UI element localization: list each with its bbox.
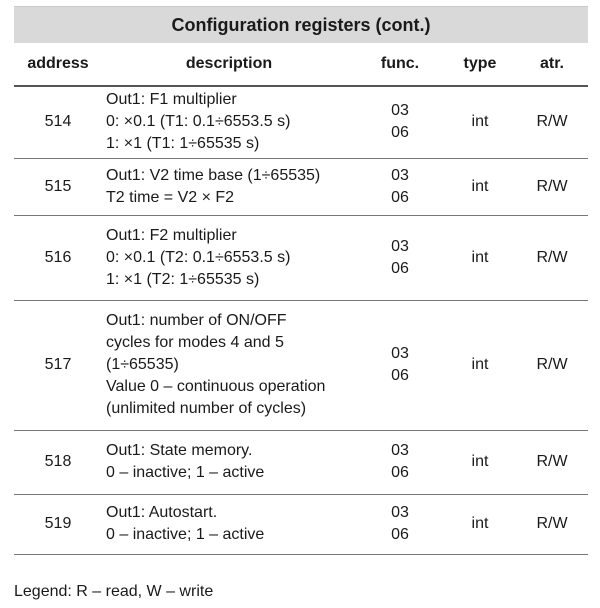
description-line: Out1: F2 multiplier [106, 226, 237, 244]
header-func: func. [356, 43, 444, 87]
cell-description: Out1: F1 multiplier 0: ×0.1 (T1: 0.1÷655… [102, 86, 356, 159]
func-code: 06 [391, 464, 409, 481]
description-line: 0: ×0.1 (T1: 0.1÷6553.5 s) [106, 113, 291, 131]
cell-type: int [444, 430, 516, 495]
func-code: 03 [391, 345, 409, 362]
func-code: 03 [391, 237, 409, 255]
legend-text: Legend: R – read, W – write [14, 583, 214, 600]
table-title: Configuration registers (cont.) [14, 6, 588, 43]
cell-type: int [444, 494, 516, 555]
description-line: Out1: State memory. [106, 442, 253, 459]
description-line: Out1: F1 multiplier [106, 91, 237, 109]
func-code: 06 [391, 367, 409, 384]
func-code: 03 [391, 504, 409, 521]
table-row: 519 Out1: Autostart. 0 – inactive; 1 – a… [14, 494, 588, 555]
cell-description: Out1: F2 multiplier 0: ×0.1 (T2: 0.1÷655… [102, 215, 356, 301]
func-code: 06 [391, 259, 409, 277]
description-line: Value 0 – continuous operation [106, 378, 326, 395]
cell-atr: R/W [516, 300, 588, 431]
description-line: 1: ×1 (T2: 1÷65535 s) [106, 270, 260, 288]
cell-description: Out1: Autostart. 0 – inactive; 1 – activ… [102, 494, 356, 555]
cell-func: 03 06 [356, 158, 444, 216]
cell-atr: R/W [516, 430, 588, 495]
table-row: 516 Out1: F2 multiplier 0: ×0.1 (T2: 0.1… [14, 215, 588, 301]
func-code: 03 [391, 442, 409, 459]
description-line: T2 time = V2 × F2 [106, 188, 235, 206]
table-row: 514 Out1: F1 multiplier 0: ×0.1 (T1: 0.1… [14, 86, 588, 159]
header-address: address [14, 43, 102, 87]
table-row: 518 Out1: State memory. 0 – inactive; 1 … [14, 430, 588, 495]
cell-func: 03 06 [356, 494, 444, 555]
header-atr: atr. [516, 43, 588, 87]
cell-func: 03 06 [356, 430, 444, 495]
description-line: Out1: number of ON/OFF [106, 312, 287, 329]
description-line: 1: ×1 (T1: 1÷65535 s) [106, 135, 260, 153]
cell-address: 514 [14, 86, 102, 159]
description-line: 0: ×0.1 (T2: 0.1÷6553.5 s) [106, 248, 291, 266]
cell-func: 03 06 [356, 86, 444, 159]
cell-address: 517 [14, 300, 102, 431]
cell-address: 516 [14, 215, 102, 301]
cell-atr: R/W [516, 158, 588, 216]
description-line: (unlimited number of cycles) [106, 400, 307, 417]
cell-description: Out1: V2 time base (1÷65535) T2 time = V… [102, 158, 356, 216]
cell-type: int [444, 215, 516, 301]
cell-atr: R/W [516, 494, 588, 555]
cell-address: 518 [14, 430, 102, 495]
cell-type: int [444, 158, 516, 216]
cell-description: Out1: number of ON/OFF cycles for modes … [102, 300, 356, 431]
table-row: 517 Out1: number of ON/OFF cycles for mo… [14, 300, 588, 431]
cell-address: 515 [14, 158, 102, 216]
description-line: cycles for modes 4 and 5 [106, 334, 284, 351]
cell-type: int [444, 86, 516, 159]
register-table-container: Configuration registers (cont.) address … [14, 6, 588, 555]
func-code: 03 [391, 102, 409, 120]
header-description: description [102, 43, 356, 87]
cell-description: Out1: State memory. 0 – inactive; 1 – ac… [102, 430, 356, 495]
func-code: 03 [391, 166, 409, 184]
func-code: 06 [391, 188, 409, 206]
header-type: type [444, 43, 516, 87]
cell-atr: R/W [516, 86, 588, 159]
func-code: 06 [391, 526, 409, 543]
cell-type: int [444, 300, 516, 431]
table-row: 515 Out1: V2 time base (1÷65535) T2 time… [14, 158, 588, 216]
cell-atr: R/W [516, 215, 588, 301]
description-line: 0 – inactive; 1 – active [106, 464, 265, 481]
cell-address: 519 [14, 494, 102, 555]
cell-func: 03 06 [356, 300, 444, 431]
register-table: address description func. type atr. 514 … [14, 43, 588, 555]
description-line: (1÷65535) [106, 356, 179, 373]
cell-func: 03 06 [356, 215, 444, 301]
func-code: 06 [391, 124, 409, 142]
description-line: 0 – inactive; 1 – active [106, 526, 265, 543]
header-row: address description func. type atr. [14, 43, 588, 87]
description-line: Out1: V2 time base (1÷65535) [106, 166, 321, 184]
description-line: Out1: Autostart. [106, 504, 218, 521]
